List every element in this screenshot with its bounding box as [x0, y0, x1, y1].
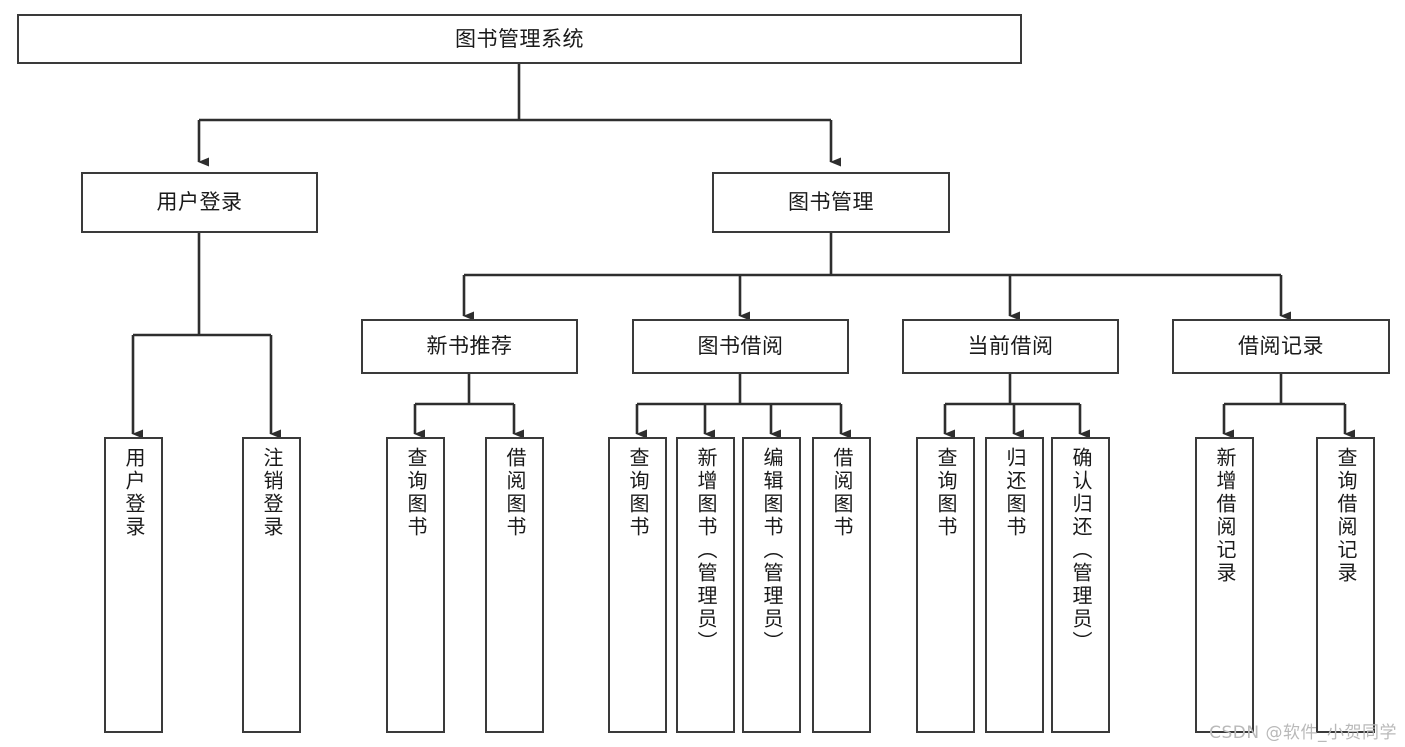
watermark: CSDN @软件_小贺同学 — [1209, 723, 1397, 743]
leaf-label: 查询图书 — [626, 447, 650, 539]
node-borrow-record-label: 借阅记录 — [1238, 334, 1324, 359]
node-root[interactable]: 图书管理系统 — [17, 14, 1022, 64]
node-new-book-recommend-label: 新书推荐 — [426, 334, 513, 359]
node-book-management[interactable]: 图书管理 — [712, 172, 950, 233]
leaf-record-query-record[interactable]: 查询借阅记录 — [1316, 437, 1375, 733]
leaf-current-query-book[interactable]: 查询图书 — [916, 437, 975, 733]
node-user-login[interactable]: 用户登录 — [81, 172, 318, 233]
leaf-borrow-edit-book-admin[interactable]: 编辑图书（管理员） — [742, 437, 801, 733]
leaf-user-login-login[interactable]: 用户登录 — [104, 437, 163, 733]
leaf-recommend-borrow-book[interactable]: 借阅图书 — [485, 437, 544, 733]
leaf-borrow-add-book-admin[interactable]: 新增图书（管理员） — [676, 437, 735, 733]
leaf-borrow-query-book[interactable]: 查询图书 — [608, 437, 667, 733]
leaf-label: 借阅图书 — [830, 447, 854, 539]
leaf-label: 查询图书 — [404, 447, 428, 539]
node-current-borrow[interactable]: 当前借阅 — [902, 319, 1119, 374]
node-user-login-label: 用户登录 — [156, 190, 243, 215]
node-new-book-recommend[interactable]: 新书推荐 — [361, 319, 578, 374]
leaf-label: 查询借阅记录 — [1334, 447, 1358, 585]
node-root-label: 图书管理系统 — [455, 26, 584, 51]
leaf-current-return-book[interactable]: 归还图书 — [985, 437, 1044, 733]
node-borrow-record[interactable]: 借阅记录 — [1172, 319, 1390, 374]
node-book-borrow[interactable]: 图书借阅 — [632, 319, 849, 374]
node-current-borrow-label: 当前借阅 — [967, 334, 1054, 359]
leaf-borrow-borrow-book[interactable]: 借阅图书 — [812, 437, 871, 733]
leaf-label: 注销登录 — [260, 447, 284, 539]
leaf-user-login-logout[interactable]: 注销登录 — [242, 437, 301, 733]
node-book-borrow-label: 图书借阅 — [697, 334, 784, 359]
leaf-label: 借阅图书 — [503, 447, 527, 539]
leaf-label: 查询图书 — [934, 447, 958, 539]
node-book-management-label: 图书管理 — [788, 190, 874, 215]
leaf-label: 新增图书（管理员） — [694, 447, 718, 654]
leaf-label: 编辑图书（管理员） — [760, 447, 784, 654]
leaf-label: 用户登录 — [122, 447, 146, 539]
leaf-recommend-query-book[interactable]: 查询图书 — [386, 437, 445, 733]
leaf-record-add-record[interactable]: 新增借阅记录 — [1195, 437, 1254, 733]
leaf-current-confirm-return-admin[interactable]: 确认归还（管理员） — [1051, 437, 1110, 733]
leaf-label: 新增借阅记录 — [1213, 447, 1237, 585]
leaf-label: 归还图书 — [1003, 447, 1027, 539]
leaf-label: 确认归还（管理员） — [1069, 447, 1093, 654]
